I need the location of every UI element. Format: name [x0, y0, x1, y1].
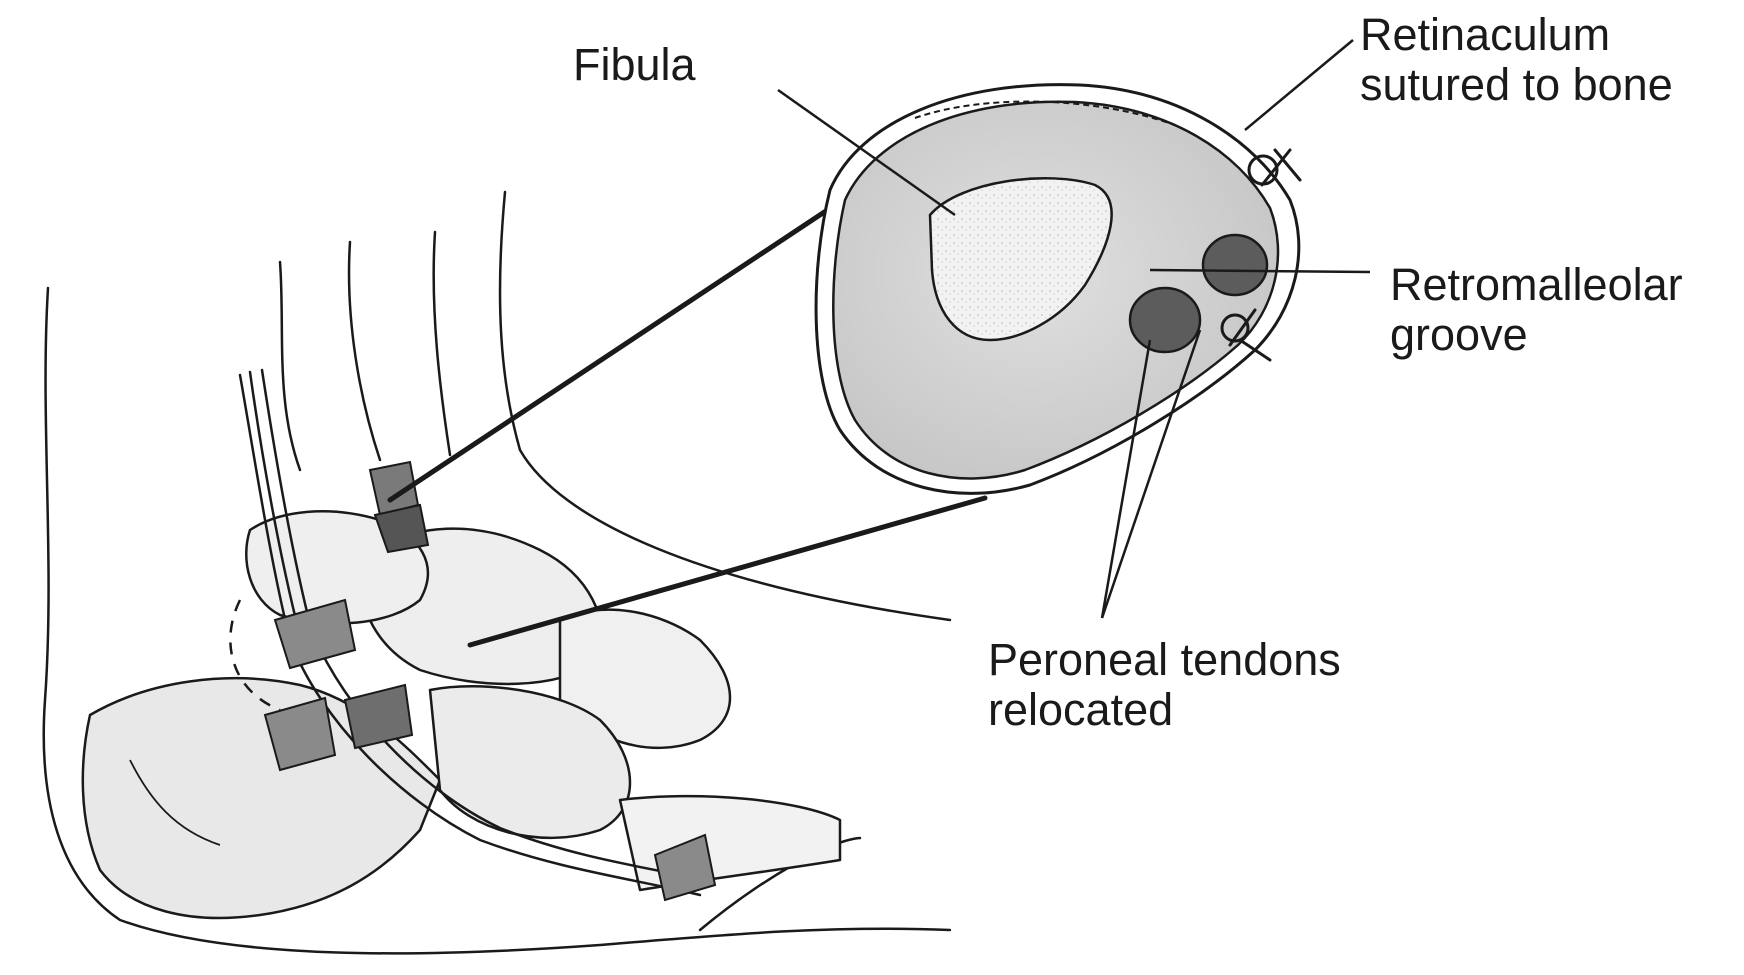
- label-retinaculum-line-2: sutured to bone: [1360, 60, 1673, 110]
- label-tendons-line-2: relocated: [988, 685, 1341, 735]
- fibula-cross-section: [816, 85, 1300, 494]
- label-tendons-line-1: Peroneal tendons: [988, 635, 1341, 685]
- label-groove-line-1: Retromalleolar: [1390, 260, 1683, 310]
- label-tendons: Peroneal tendons relocated: [988, 635, 1341, 735]
- label-fibula: Fibula: [573, 40, 696, 90]
- metatarsal: [620, 796, 840, 890]
- label-retinaculum: Retinaculum sutured to bone: [1360, 10, 1673, 110]
- label-fibula-line-1: Fibula: [573, 40, 696, 90]
- label-retinaculum-line-1: Retinaculum: [1360, 10, 1673, 60]
- tendon-brevis: [1203, 235, 1267, 295]
- label-groove-line-2: groove: [1390, 310, 1683, 360]
- retinaculum-leader: [1245, 40, 1353, 130]
- label-groove: Retromalleolar groove: [1390, 260, 1683, 360]
- tendon-longus: [1130, 288, 1200, 352]
